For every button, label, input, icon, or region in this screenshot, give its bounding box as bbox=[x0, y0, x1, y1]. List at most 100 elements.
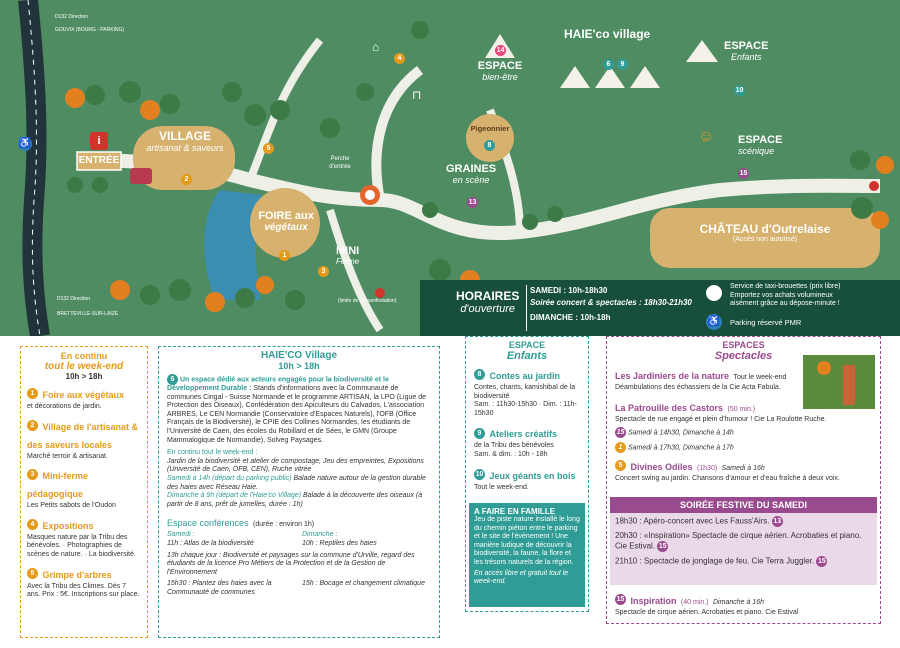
theatre-masks-icon: ☺ bbox=[698, 128, 715, 145]
conf-row-1: Samedi :11h : Atlas de la biodiversité D… bbox=[167, 531, 431, 548]
soiree-num: 15 bbox=[816, 556, 828, 567]
entree-sign bbox=[76, 151, 122, 171]
direction-south: D132 Direction BRETTEVILLE-SUR-LAIZE bbox=[57, 296, 118, 318]
item-number: 5 bbox=[27, 567, 38, 579]
direction-south-sub: BRETTEVILLE-SUR-LAIZE bbox=[57, 311, 119, 317]
haieco-samedi-text: Balade nature autour de la gestion durab… bbox=[167, 474, 426, 491]
foire-sub: végétaux bbox=[264, 222, 308, 233]
continu-box: En continu tout le week-end 10h > 18h 1 … bbox=[20, 346, 148, 638]
patrouille-block: La Patrouille des Castors (50 min.) bbox=[615, 398, 800, 416]
chateau-label: CHÂTEAU d'Outrelaise (Accès non autorisé… bbox=[652, 222, 878, 243]
list-item: 21h10 : Spectacle de jonglage de feu. Ci… bbox=[615, 556, 872, 567]
scenique-sub: scénique bbox=[738, 146, 775, 156]
chateau-sub: (Accès non autorisé) bbox=[732, 236, 798, 243]
item-title: Village de l'artisanat & des saveurs loc… bbox=[27, 421, 138, 450]
stilt-walkers-photo bbox=[803, 355, 875, 409]
limite-label: (limite de la manifestation) bbox=[338, 298, 397, 304]
inspiration-block: 15 Inspiration (40 min.) Dimanche à 16h … bbox=[615, 591, 875, 618]
haieco-dimanche-block: Dimanche à 9h (départ de l'Haie'co Villa… bbox=[167, 492, 431, 509]
site-map: D132 Direction GOUVIX (BOURG - PARKING) … bbox=[0, 0, 900, 336]
conf-row-2: 15h30 : Plantez des haies avec la Commun… bbox=[167, 580, 431, 597]
haieco-number: 6 bbox=[167, 374, 178, 385]
item-desc: de la Tribu des bénévoles bbox=[474, 442, 554, 450]
soiree-list: 18h30 : Apéro-concert avec Les Fauss'Air… bbox=[610, 513, 877, 570]
item-desc: Masques nature par la Tribu des bénévole… bbox=[27, 533, 136, 558]
item-title: Jeux géants en bois bbox=[489, 470, 576, 481]
horaires-divider bbox=[526, 285, 527, 331]
spectacles-box: ESPACES Spectacles Les Jardiniers de la … bbox=[606, 336, 881, 624]
item-title: Foire aux végétaux bbox=[42, 390, 124, 400]
pigeonnier-area bbox=[466, 114, 514, 162]
continu-title1: En continu bbox=[60, 351, 108, 361]
famille-title: A FAIRE EN FAMILLE bbox=[474, 507, 556, 516]
soiree-box: SOIRÉE FESTIVE DU SAMEDI 18h30 : Apéro-c… bbox=[610, 497, 877, 585]
item-desc: et décorations de jardin. bbox=[27, 403, 102, 410]
picnic-icon: ⊓ bbox=[412, 88, 422, 102]
list-item: 4 Expositions Masques nature par la Trib… bbox=[27, 516, 141, 560]
list-item: 8 Contes au jardin Contes, chants, kamis… bbox=[474, 366, 580, 418]
chateau-title: CHÂTEAU d'Outrelaise bbox=[699, 222, 831, 236]
conf-samedi-col: Samedi :11h : Atlas de la biodiversité bbox=[167, 531, 302, 548]
marker-3: 3 bbox=[318, 266, 329, 277]
haieco-intro-block: 6 Un espace dédié aux acteurs engagés po… bbox=[167, 374, 431, 445]
conf-sam-1530: 15h30 : Plantez des haies avec la Commun… bbox=[167, 580, 272, 596]
item-number: 8 bbox=[474, 369, 485, 381]
item-number: 9 bbox=[474, 427, 485, 439]
direction-north-label: D132 Direction bbox=[55, 14, 89, 20]
horaires-title: HORAIRES bbox=[456, 289, 520, 303]
easel-icon: ⌂ bbox=[372, 40, 380, 54]
marker-9: 9 bbox=[617, 59, 628, 70]
item-number: 3 bbox=[27, 469, 38, 481]
enfants-box: ESPACE Enfants 8 Contes au jardin Contes… bbox=[465, 336, 589, 612]
item-desc: Contes, chants, kamishibaï de la biodive… bbox=[474, 384, 576, 400]
jardiniers-title: Les Jardiniers de la nature bbox=[615, 371, 730, 381]
list-item: 20h30 : «Inspiration» Spectacle de cirqu… bbox=[615, 531, 872, 552]
horaires-times: SAMEDI : 10h-18h30 Soirée concert & spec… bbox=[530, 285, 692, 324]
haieco-samedi-label: Samedi à 14h (départ du parking public) bbox=[167, 474, 292, 482]
enfants-title1: ESPACE bbox=[508, 340, 546, 350]
item-title: Grimpe d'arbres bbox=[42, 569, 112, 580]
continu-list: 1 Foire aux végétaux et décorations de j… bbox=[21, 385, 147, 600]
taxi-line1: Service de taxi-brouettes (prix libre) bbox=[730, 283, 841, 290]
marker-14: 14 bbox=[495, 45, 506, 56]
continu-title2: tout le week-end bbox=[44, 361, 124, 372]
divines-num: 5 bbox=[615, 460, 626, 472]
bien-etre-label: ESPACE bien-être bbox=[475, 60, 525, 82]
no-entry-south-icon bbox=[375, 288, 385, 298]
soiree-text: 20h30 : «Inspiration» Spectacle de cirqu… bbox=[615, 531, 862, 551]
item-when: Sam. & dim. : 10h - 18h bbox=[474, 450, 548, 458]
spectacles-content: Les Jardiniers de la nature Tout le week… bbox=[607, 362, 808, 416]
taxi-line2: Emportez vos achats volumineux bbox=[730, 291, 833, 299]
continu-hours: 10h > 18h bbox=[65, 372, 103, 381]
soiree-text: 18h30 : Apéro-concert avec Les Fauss'Air… bbox=[615, 516, 770, 526]
direction-south-label: D132 Direction bbox=[57, 296, 91, 302]
horaires-sub: d'ouverture bbox=[460, 303, 516, 315]
enfants-sub: Enfants bbox=[730, 52, 762, 62]
chateau-area bbox=[650, 208, 880, 268]
patrouille-duree: (50 min.) bbox=[727, 405, 756, 413]
parking-pmr-label: Parking réservé PMR bbox=[730, 318, 802, 327]
soiree-text: 21h10 : Spectacle de jonglage de feu. Ci… bbox=[615, 556, 815, 566]
item-title: Mini-ferme pédagogique bbox=[27, 471, 88, 500]
patrouille-when1: Samedi à 14h30, Dimanche à 14h bbox=[627, 429, 734, 437]
haieco-content: 6 Un espace dédié aux acteurs engagés po… bbox=[159, 371, 439, 597]
conf-dim-10h: 10h : Reptiles des haies bbox=[302, 539, 377, 547]
list-item: 5 Grimpe d'arbres Avec la Tribu des Clim… bbox=[27, 565, 141, 600]
perche-label: Perche d'entrée bbox=[329, 156, 351, 170]
haieco-village-label: HAIE'co village bbox=[564, 27, 651, 41]
item-number: 1 bbox=[27, 388, 38, 400]
jardiniers-when: Tout le week-end bbox=[733, 374, 787, 381]
inspiration-desc: Spectacle de cirque aérien. Acrobaties e… bbox=[615, 609, 799, 616]
pmr-parking-icon: ♿ bbox=[706, 314, 722, 330]
entree-label: ENTRÉE bbox=[78, 155, 120, 166]
spectacles-title1: ESPACES bbox=[722, 340, 765, 350]
inspiration-duree: (40 min.) bbox=[680, 599, 709, 606]
haieco-intro: Stands d'informations avec la Communauté… bbox=[167, 385, 426, 444]
item-number: 4 bbox=[27, 519, 38, 531]
info-icon: i bbox=[90, 132, 108, 150]
divines-duree: (1h30) bbox=[696, 465, 718, 473]
pmr-icon: ♿ bbox=[18, 137, 32, 151]
d132-road bbox=[18, 0, 50, 336]
enfants-label: ESPACE Enfants bbox=[724, 40, 768, 62]
horaires-samedi: SAMEDI : 10h-18h30 bbox=[530, 286, 608, 295]
